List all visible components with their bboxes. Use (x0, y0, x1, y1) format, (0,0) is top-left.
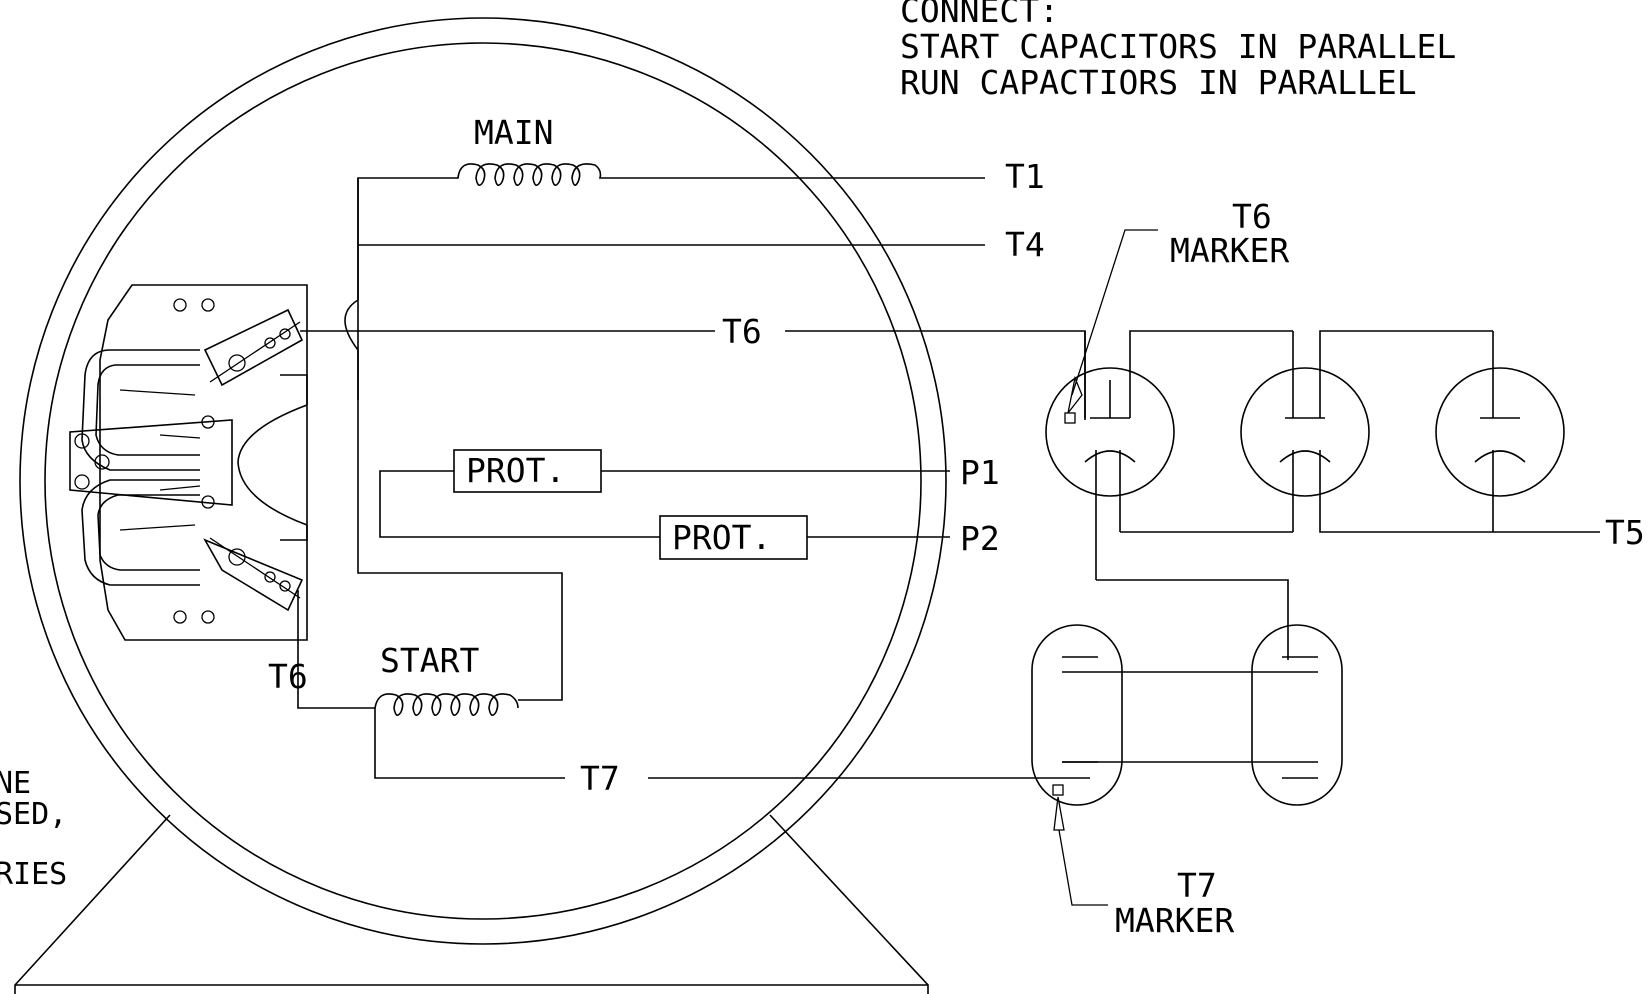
switch-center-block (69, 419, 233, 506)
switch-slot-bottom (280, 525, 308, 541)
switch-slot (237, 404, 308, 526)
t6-marker-square (1064, 412, 1076, 424)
switch-contact-pin (264, 571, 276, 583)
switch-spring (159, 485, 201, 491)
left-note-line2: SED, (0, 797, 67, 832)
switch-contact-pin (264, 337, 276, 349)
main-coil (357, 163, 985, 400)
switch-arm-upper (81, 349, 200, 471)
lead-t1-label: T1 (1005, 157, 1045, 196)
t7-marker-leader (1058, 829, 1108, 906)
t7-marker: T7 MARKER (1052, 784, 1234, 940)
switch-pivot (201, 495, 215, 509)
connect-note: CONNECT: START CAPACITORS IN PARALLEL RU… (900, 0, 1456, 102)
t6-marker-label-bottom: MARKER (1170, 231, 1289, 270)
switch-arm-lower-inner (97, 494, 200, 571)
switch-spring (119, 524, 196, 531)
start-coil (374, 693, 519, 716)
run-capacitors: T5 (1045, 330, 1645, 580)
connect-note-line2: START CAPACITORS IN PARALLEL (900, 27, 1456, 66)
lead-t6-center-label: T6 (722, 312, 762, 351)
switch-arm-upper-inner (95, 364, 200, 456)
switch-rivet (201, 298, 215, 312)
protector-box-1-label: PROT. (466, 451, 565, 490)
run-cap-top-link-2 (1319, 330, 1493, 418)
start-lead-wire (297, 590, 565, 779)
start-capacitor-1 (1031, 624, 1123, 806)
lead-t5-wire (1492, 450, 1600, 533)
lead-t7-label: T7 (580, 759, 620, 798)
switch-spring (119, 389, 196, 396)
motor-outer-ring (19, 17, 947, 945)
protector-p2: PROT. P2 (659, 515, 1000, 560)
protector-loop-wire (379, 470, 660, 538)
switch-contact-upper (203, 308, 304, 387)
motor-inner-ring (44, 42, 922, 920)
main-winding-label: MAIN (474, 113, 553, 152)
left-note: NE SED, RIES (0, 766, 67, 892)
switch-pivot (74, 433, 90, 449)
left-note-line3: RIES (0, 857, 67, 892)
t6-marker-label-top: T6 (1232, 197, 1272, 236)
switch-spring (159, 434, 201, 439)
t6-marker: T6 MARKER (1064, 197, 1289, 424)
switch-contact-pin (228, 354, 246, 372)
switch-pivot (74, 474, 90, 490)
lead-t4-label: T4 (1005, 225, 1045, 264)
switch-pivot (201, 415, 215, 429)
switch-contact-lower (203, 538, 304, 612)
left-note-line1: NE (0, 766, 31, 801)
switch-contact-pin (279, 580, 291, 592)
motor-housing (14, 17, 947, 994)
switch-rivet (201, 610, 215, 624)
run-cap-2-curved-plate (1279, 450, 1331, 463)
switch-rivet (173, 298, 187, 312)
common-bus-wire (344, 299, 563, 701)
connect-note-line3: RUN CAPACTIORS IN PARALLEL (900, 63, 1417, 102)
switch-slot-top (280, 374, 308, 405)
t6-marker-leader (1071, 229, 1158, 396)
motor-base (14, 814, 929, 994)
lead-p2-label: P2 (960, 519, 1000, 558)
run-cap-1-curved-plate (1084, 450, 1136, 463)
switch-contact-pin (228, 548, 246, 566)
switch-contact-line (209, 537, 301, 599)
t7-marker-square (1052, 784, 1064, 796)
run-cap-bottom-link-2 (1319, 450, 1493, 533)
start-winding-label: START (380, 641, 479, 680)
lead-p1-label: P1 (960, 453, 1000, 492)
run-cap-3-curved-plate (1474, 450, 1526, 463)
switch-contact-line (209, 321, 301, 383)
switch-contact-pin (279, 328, 291, 340)
switch-rivet (173, 610, 187, 624)
t7-marker-label-bottom: MARKER (1115, 901, 1234, 940)
start-capacitor-2 (1251, 624, 1343, 806)
switch-pivot (94, 454, 110, 470)
lead-t6-switch-label: T6 (268, 657, 308, 696)
start-winding: START T6 (268, 590, 565, 779)
run-capacitor-2 (1240, 367, 1370, 497)
t7-marker-label-top: T7 (1177, 866, 1217, 905)
lead-t6-wire-right (785, 330, 1086, 420)
protector-box-2-label: PROT. (672, 518, 771, 557)
centrifugal-switch (69, 284, 308, 641)
start-cap-link-wire (1096, 579, 1289, 660)
t6-marker-arrow (1067, 375, 1083, 414)
run-capacitor-3 (1435, 367, 1565, 497)
lead-t5-label: T5 (1605, 513, 1645, 552)
run-capacitor-1 (1045, 367, 1175, 497)
connect-note-line1: CONNECT: (900, 0, 1059, 30)
run-cap-top-link-1 (1129, 330, 1293, 418)
main-winding: MAIN (357, 113, 985, 400)
protector-p1: PROT. P1 (379, 449, 1000, 538)
start-capacitors (1031, 579, 1343, 806)
switch-arm-lower (81, 479, 200, 586)
